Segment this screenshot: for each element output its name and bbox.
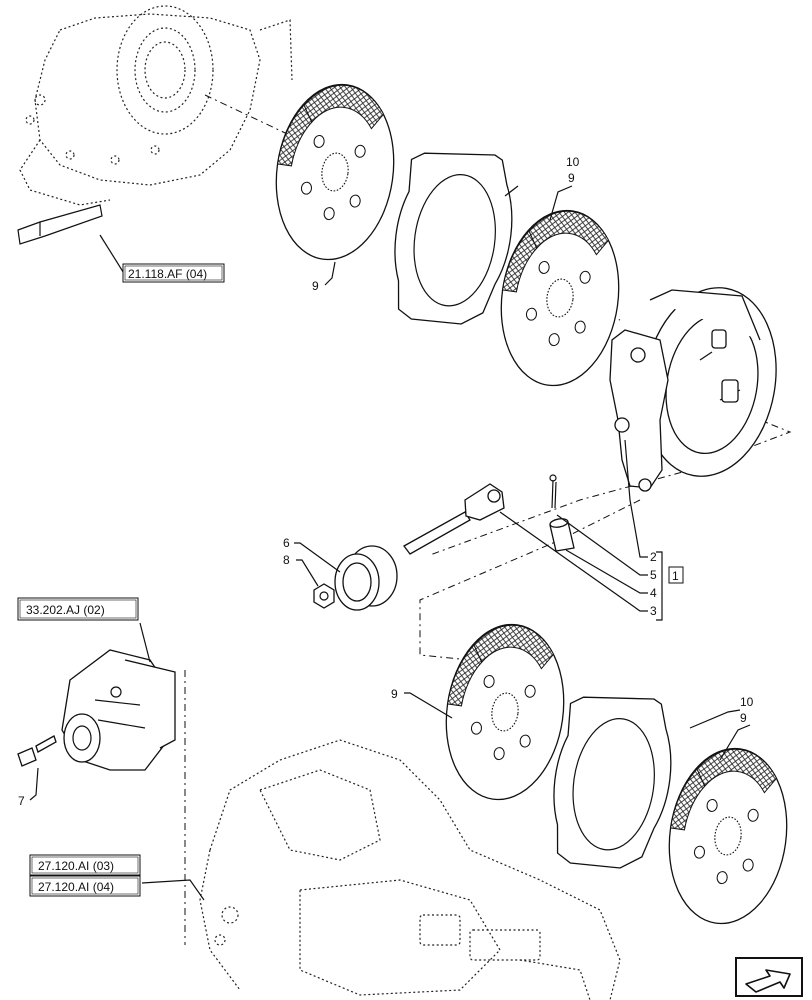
rear-axle-housing	[199, 739, 621, 1000]
callout-6: 6	[283, 536, 290, 550]
clevis-pin	[549, 518, 575, 552]
group-box	[668, 566, 684, 584]
actuating-shaft	[403, 483, 505, 555]
cap-screw	[17, 735, 57, 767]
next-page-arrow-icon[interactable]	[735, 957, 803, 997]
callout-10-bottom: 10	[740, 695, 754, 709]
ref-21-118-af-04[interactable]: 21.118.AF (04)	[122, 263, 225, 283]
ref-27-120-ai-03[interactable]: 27.120.AI (03)	[29, 854, 141, 876]
svg-text:33.202.AJ (02): 33.202.AJ (02)	[26, 603, 105, 617]
leader-lines	[29, 185, 751, 901]
ref-33-202-aj-02[interactable]: 33.202.AJ (02)	[17, 597, 139, 621]
ref-27-120-ai-04[interactable]: 27.120.AI (04)	[29, 875, 141, 897]
brake-actuator-assembly	[609, 287, 777, 492]
svg-text:27.120.AI (04): 27.120.AI (04)	[38, 880, 114, 894]
callout-3: 3	[650, 604, 657, 618]
friction-disc-top-left	[264, 76, 406, 268]
callout-7: 7	[18, 794, 25, 808]
friction-disc-bottom-right	[657, 740, 799, 932]
callout-4: 4	[650, 586, 657, 600]
hydraulic-pump	[61, 649, 176, 771]
friction-disc-bottom-left	[434, 616, 576, 808]
callout-2: 2	[650, 550, 657, 564]
callout-9-top-left: 9	[312, 279, 319, 293]
callout-5: 5	[650, 568, 657, 582]
hex-nut	[313, 583, 335, 609]
callout-9-bottom-left: 9	[391, 687, 398, 701]
steel-plate-bottom	[543, 686, 682, 876]
callout-9-bottom-right: 9	[740, 711, 747, 725]
callout-9-top-right: 9	[568, 171, 575, 185]
svg-text:21.118.AF (04): 21.118.AF (04)	[128, 267, 207, 281]
callout-8: 8	[283, 553, 290, 567]
group-box-label: 1	[672, 569, 679, 583]
bushing	[334, 545, 398, 611]
svg-text:27.120.AI (03): 27.120.AI (03)	[38, 859, 114, 873]
transmission-housing-top	[17, 5, 293, 245]
callout-10-top: 10	[566, 155, 580, 169]
cotter-pin	[549, 474, 557, 509]
